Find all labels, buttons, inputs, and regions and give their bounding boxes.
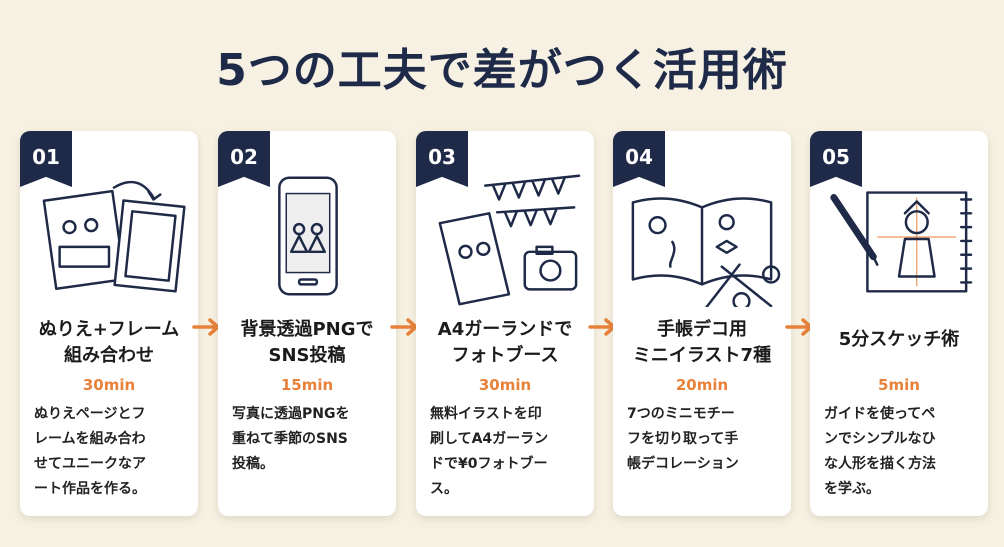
tip-card-05: 05 5分スケッチ術 5min ガイドを使ってペンでシンプルなひな人形を描く方法… xyxy=(810,131,988,516)
coloring-page-frame-icon xyxy=(42,180,186,293)
card-description-line: ぬりえページとフ xyxy=(34,406,146,422)
tip-card-04: 04 手帳デコ用ミニイラスト7種 20min 7つのミニモチーフを切り取って手帳… xyxy=(613,131,791,516)
card-title: ぬりえ+フレーム組み合わせ xyxy=(20,317,198,369)
garland-camera-icon xyxy=(438,174,581,306)
tip-card-01: 01 ぬりえ+フレーム組み合わせ 30min ぬりえページとフレームを組み合わせ… xyxy=(20,131,198,516)
notebook-scissors-icon xyxy=(631,197,781,307)
card-description-line: ドで¥0フォトブー xyxy=(430,456,548,472)
card-description-line: 刷してA4ガーラン xyxy=(430,431,549,447)
smartphone-icon xyxy=(278,176,338,296)
page-title: 5つの工夫で差がつく活用術 xyxy=(216,45,788,96)
card-description-line: せてユニークなア xyxy=(34,456,146,472)
card-description: 写真に透過PNGを重ねて季節のSNS 投稿。 xyxy=(232,402,384,477)
card-description-line: ンでシンプルなひ xyxy=(824,431,936,447)
card-title-line: フォトブース xyxy=(451,345,559,366)
card-description-line: レームを組み合わ xyxy=(34,431,146,447)
card-title: 背景透過PNGで SNS投稿 xyxy=(218,317,396,369)
card-duration: 30min xyxy=(478,376,532,394)
card-title-line: 手帳デコ用 xyxy=(657,319,747,340)
card-description-line: 投稿。 xyxy=(232,456,274,472)
card-title-line: 背景透過PNGで xyxy=(240,319,374,340)
card-description-line: フを切り取って手 xyxy=(627,431,739,447)
card-description-line: 重ねて季節のSNS xyxy=(232,431,348,447)
step-number-badge: 05 xyxy=(810,131,862,187)
card-description-line: を学ぶ。 xyxy=(824,481,880,497)
card-title: 手帳デコ用ミニイラスト7種 xyxy=(613,317,791,369)
card-duration: 20min xyxy=(675,376,729,394)
card-description-line: ス。 xyxy=(430,481,458,497)
card-title-line: 5分スケッチ術 xyxy=(838,329,960,350)
card-description-line: ガイドを使ってペ xyxy=(824,406,936,422)
card-description: 7つのミニモチーフを切り取って手帳デコレーション xyxy=(627,402,779,477)
card-description-line: 写真に透過PNGを xyxy=(232,406,350,422)
card-title: A4ガーランドでフォトブース xyxy=(416,317,594,369)
card-description-line: ート作品を作る。 xyxy=(34,481,146,497)
card-description-line: 無料イラストを印 xyxy=(430,406,542,422)
card-title-line: SNS投稿 xyxy=(268,345,346,366)
card-title: 5分スケッチ術 xyxy=(810,327,988,353)
card-duration: 15min xyxy=(280,376,334,394)
card-description-line: な人形を描く方法 xyxy=(824,456,936,472)
card-description: ぬりえページとフレームを組み合わせてユニークなアート作品を作る。 xyxy=(34,402,186,502)
step-number-badge: 03 xyxy=(416,131,468,187)
card-description: 無料イラストを印刷してA4ガーランドで¥0フォトブース。 xyxy=(430,402,582,502)
card-duration: 5min xyxy=(878,376,920,394)
card-description-line: 帳デコレーション xyxy=(627,456,739,472)
sketchbook-pen-icon xyxy=(830,191,973,293)
card-description: ガイドを使ってペンでシンプルなひな人形を描く方法を学ぶ。 xyxy=(824,402,976,502)
card-title-line: 組み合わせ xyxy=(64,345,154,366)
card-description-line: 7つのミニモチー xyxy=(627,406,735,422)
card-title-line: A4ガーランドで xyxy=(437,319,573,340)
card-duration: 30min xyxy=(82,376,136,394)
card-title-line: ミニイラスト7種 xyxy=(632,345,772,366)
card-title-line: ぬりえ+フレーム xyxy=(38,319,180,340)
tip-card-03: 03 A4ガーランドでフォトブース 30min 無料イラストを印刷してA4ガーラ… xyxy=(416,131,594,516)
